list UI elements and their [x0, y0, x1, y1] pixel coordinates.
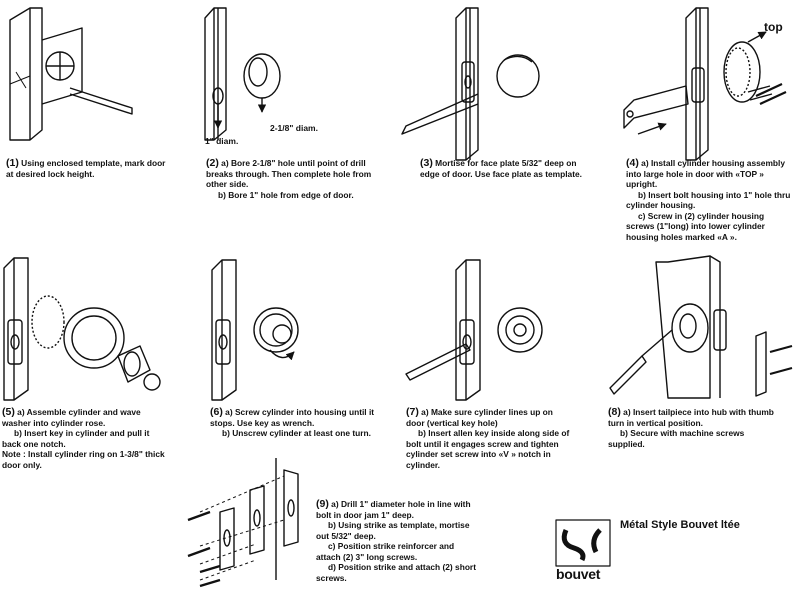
figure-1-template	[9, 7, 133, 141]
figure-5-cylinder-rose	[3, 257, 161, 401]
step-8-text: (8) a) Insert tailpiece into hub with th…	[608, 406, 774, 449]
step-1-text: (1) Using enclosed template, mark door a…	[6, 157, 166, 179]
figure-6-screw-cylinder	[211, 259, 299, 401]
company-name: Métal Style Bouvet ltée	[620, 519, 740, 531]
figure-9-strike	[187, 458, 299, 588]
figure-7-allen-key	[405, 259, 543, 401]
diameter-large-label: 2-1/8" diam.	[270, 123, 318, 133]
diameter-small-label: 1" diam.	[205, 136, 239, 146]
step-4-text: (4) a) Install cylinder housing assembly…	[626, 157, 791, 242]
step-2-text: (2) a) Bore 2-1/8" hole until point of d…	[206, 157, 372, 200]
top-label: top	[764, 20, 783, 34]
step-3-text: (3) Mortise for face plate 5/32" deep on…	[420, 157, 582, 179]
brand-wordmark: bouvet	[556, 566, 601, 582]
bouvet-logo	[555, 519, 611, 567]
figure-2-bore-holes	[204, 7, 281, 141]
step-7-text: (7) a) Make sure cylinder lines up on do…	[406, 406, 570, 470]
step-9-text: (9) a) Drill 1" diameter hole in line wi…	[316, 498, 476, 583]
step-5-text: (5) a) Assemble cylinder and wave washer…	[2, 406, 165, 470]
figure-3-mortise	[401, 7, 540, 161]
step-6-text: (6) a) Screw cylinder into housing until…	[210, 406, 375, 438]
figure-8-thumb-turn	[609, 255, 793, 399]
figure-4-housing-install	[623, 7, 787, 161]
